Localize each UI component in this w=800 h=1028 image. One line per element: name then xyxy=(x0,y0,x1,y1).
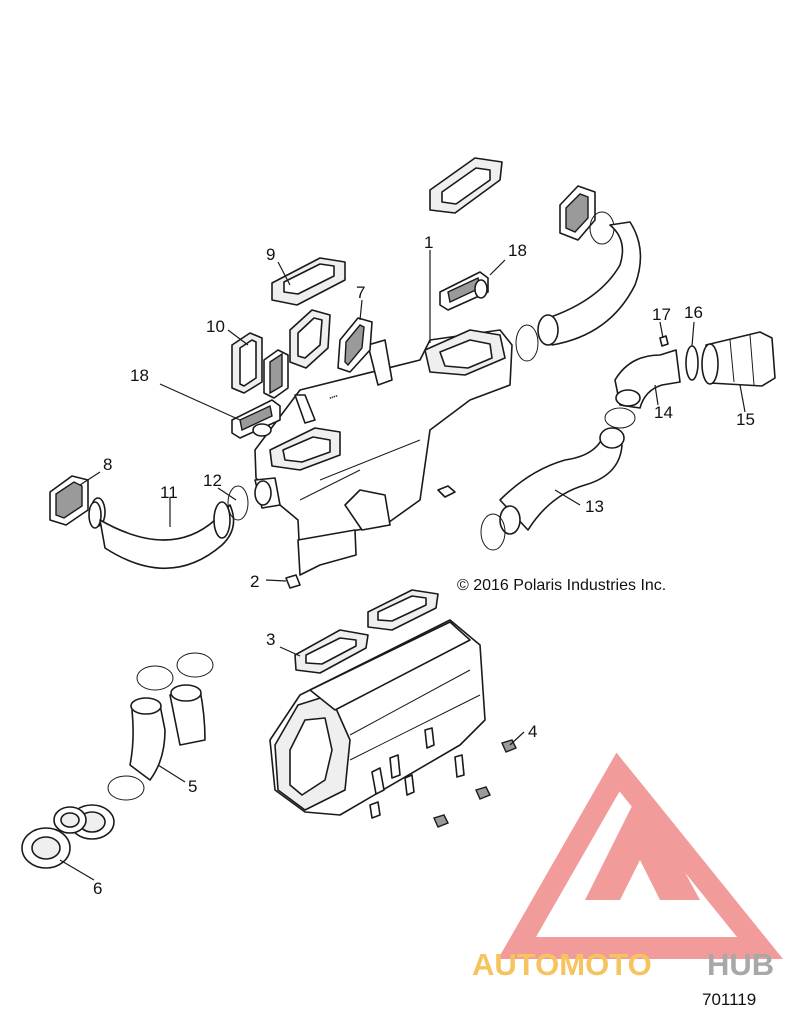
callout-11: 11 xyxy=(160,483,178,502)
callout-labels: 1 2 3 4 5 6 7 8 9 10 11 12 13 14 15 16 1… xyxy=(93,233,755,898)
air-box-upper-duct: ▪▪▪▪ xyxy=(254,329,513,576)
vent-grille-7 xyxy=(337,317,373,373)
air-box-lower xyxy=(269,619,486,816)
air-hose-11 xyxy=(99,501,235,570)
clamp-5c xyxy=(107,775,145,801)
vent-grille-10b xyxy=(263,349,289,399)
grommet-6b xyxy=(53,806,87,834)
clamp-5b xyxy=(176,652,214,678)
vent-outlet-18-top xyxy=(439,271,489,311)
rect-seal-10c xyxy=(289,309,331,369)
callout-13: 13 xyxy=(585,497,604,516)
clamp-near-duct xyxy=(515,324,539,362)
callout-7: 7 xyxy=(356,283,365,302)
svg-text:HUB: HUB xyxy=(707,947,774,982)
nut-4 xyxy=(433,739,517,828)
rect-seal-9 xyxy=(271,257,346,306)
callout-6: 6 xyxy=(93,879,102,898)
elbow-5a xyxy=(129,697,166,781)
rect-seal-3 xyxy=(294,629,369,674)
clamp-16 xyxy=(685,345,699,381)
mounting-studs xyxy=(369,727,465,819)
callout-16: 16 xyxy=(684,303,703,322)
air-hose-13 xyxy=(499,427,625,535)
rect-seal-10 xyxy=(231,332,263,394)
clamp-13-lower xyxy=(480,513,506,551)
callout-18-top: 18 xyxy=(508,241,527,260)
hose-clamp-8 xyxy=(88,501,102,529)
vent-outlet-right xyxy=(559,185,615,245)
callout-14: 14 xyxy=(654,403,673,422)
screw-2 xyxy=(285,574,301,589)
callout-5: 5 xyxy=(188,777,197,796)
callout-4: 4 xyxy=(528,722,537,741)
clamp-12 xyxy=(227,485,249,521)
leader-lines xyxy=(59,250,746,881)
diagram-id: 701119 xyxy=(702,990,757,1009)
elbow-14 xyxy=(614,349,681,409)
screw-17 xyxy=(659,335,669,347)
callout-3: 3 xyxy=(266,630,275,649)
air-hose-upper-right xyxy=(537,221,642,346)
duct-clip xyxy=(437,485,456,498)
grommet-6c xyxy=(21,827,71,869)
air-filter-15 xyxy=(701,331,776,387)
clamp-13-upper xyxy=(604,407,636,429)
callout-12: 12 xyxy=(203,471,222,490)
elbow-5b xyxy=(169,684,206,746)
svg-text:AUTOMOTO: AUTOMOTO xyxy=(472,947,652,982)
callout-2: 2 xyxy=(250,572,259,591)
callout-8: 8 xyxy=(103,455,112,474)
automotohub-logo: AUTOMOTO HUB xyxy=(472,752,784,982)
vent-outlet-18-left xyxy=(231,399,281,439)
callout-15: 15 xyxy=(736,410,755,429)
clamp-5a xyxy=(136,665,174,691)
copyright-notice: © 2016 Polaris Industries Inc. xyxy=(457,577,667,594)
rect-seal-3b xyxy=(367,589,439,631)
duct-stub xyxy=(254,480,272,506)
callout-9: 9 xyxy=(266,245,275,264)
callout-10: 10 xyxy=(206,317,225,336)
callout-17: 17 xyxy=(652,305,671,324)
callout-1: 1 xyxy=(424,233,433,252)
rect-seal-top xyxy=(429,157,503,214)
svg-text:▪▪▪▪: ▪▪▪▪ xyxy=(329,394,339,402)
callout-18-left: 18 xyxy=(130,366,149,385)
